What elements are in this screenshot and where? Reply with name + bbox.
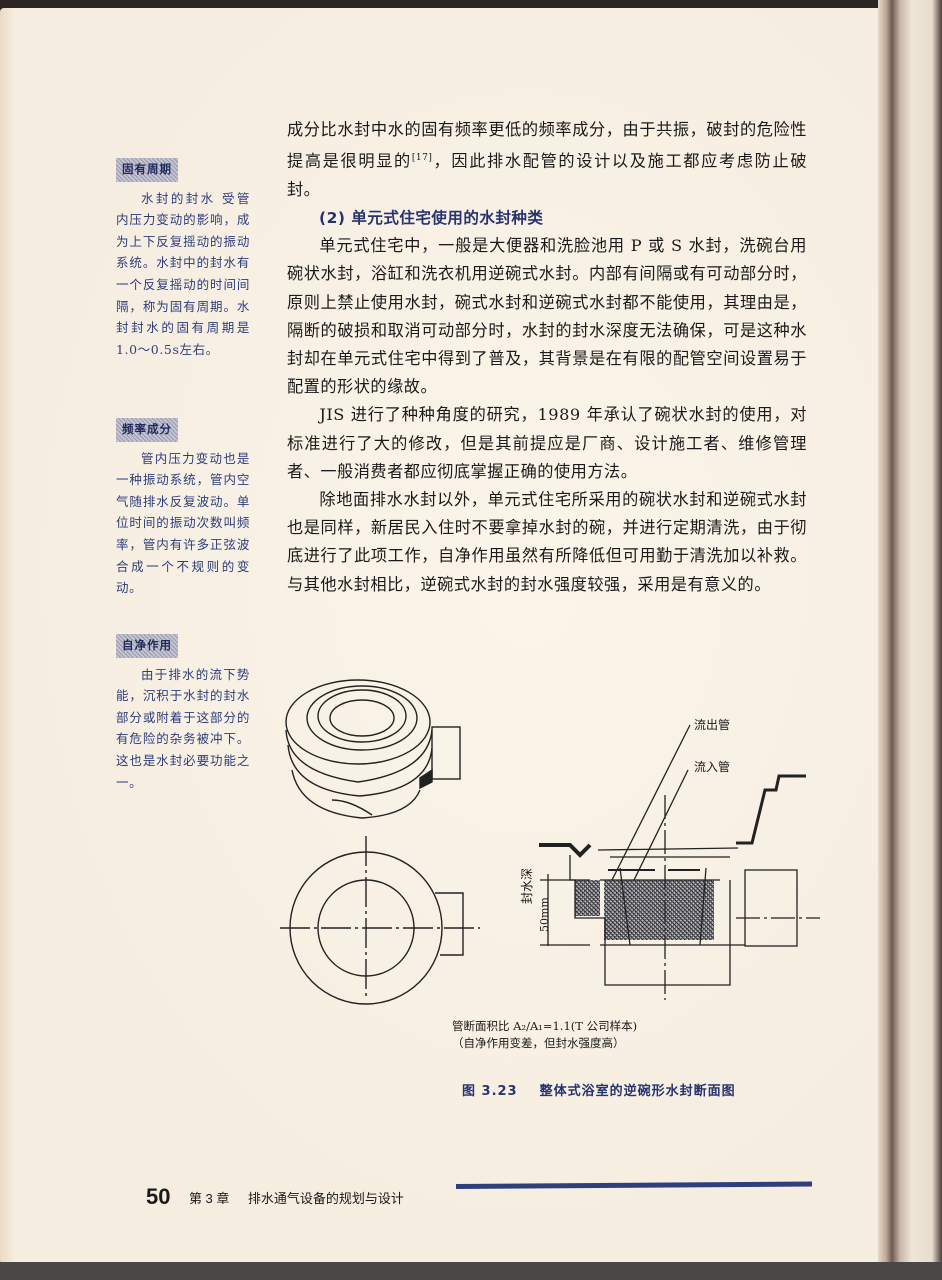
sidebar-tag: 自净作用 xyxy=(116,634,178,658)
figure-drawing xyxy=(280,679,820,1005)
figure-note: 管断面积比 A₂/A₁=1.1(T 公司样本) （自净作用变差，但封水强度高） xyxy=(452,1018,637,1052)
trap-plan-drawing xyxy=(280,836,480,1005)
paragraph: 单元式住宅中，一般是大便器和洗脸池用 P 或 S 水封，洗碗台用碗状水封，浴缸和… xyxy=(287,236,807,397)
page-top-shadow xyxy=(0,0,942,10)
label-seal-depth: 封水深 xyxy=(520,867,534,904)
figure-caption: 图 3.23 整体式浴室的逆碗形水封断面图 xyxy=(462,1080,736,1099)
label-outlet-pipe: 流出管 xyxy=(694,718,731,732)
sidebar-note-frequency: 频率成分 管内压力变动也是一种振动系统，管内空气随排水反复波动。单位时间的振动次… xyxy=(116,418,250,599)
paragraph-text: 成分比水封中水的固有频率更低的频率成分，由于共振，破封的危险性提高是很明显的 xyxy=(287,120,807,171)
page-number: 50 xyxy=(146,1184,171,1209)
sidebar-note-self-cleaning: 自净作用 由于排水的流下势能，沉积于水封的封水部分或附着于这部分的有危险的杂务被… xyxy=(116,634,250,793)
paragraph: 除地面排水水封以外，单元式住宅所采用的碗状水封和逆碗式水封也是同样，新居民入住时… xyxy=(287,490,807,594)
book-page xyxy=(0,8,880,1268)
paragraph-continued: 成分比水封中水的固有频率更低的频率成分，由于共振，破封的危险性提高是很明显的[1… xyxy=(287,116,807,204)
sidebar-text: 管内压力变动也是一种振动系统，管内空气随排水反复波动。单位时间的振动次数叫频率，… xyxy=(116,450,250,596)
figure-note-line: 管断面积比 A₂/A₁=1.1(T 公司样本) xyxy=(452,1019,638,1033)
page-bottom-shadow xyxy=(0,1262,942,1280)
figure-number: 图 3.23 xyxy=(462,1084,518,1099)
page-footer: 50 第 3 章 排水通气设备的规划与设计 xyxy=(146,1184,404,1210)
label-seal-depth-value: 50mm xyxy=(538,897,551,932)
sidebar-note-natural-period: 固有周期 水封的封水 受管内压力变动的影响，成为上下反复摇动的振动系统。水封中的… xyxy=(116,158,250,360)
sidebar-text: 由于排水的流下势能，沉积于水封的封水部分或附着于这部分的有危险的杂务被冲下。这也… xyxy=(116,666,250,790)
main-text: 成分比水封中水的固有频率更低的频率成分，由于共振，破封的危险性提高是很明显的[1… xyxy=(287,116,807,599)
chapter-title: 排水通气设备的规划与设计 xyxy=(247,1190,404,1206)
section-heading: (2) 单元式住宅使用的水封种类 xyxy=(319,209,544,227)
figure-title: 整体式浴室的逆碗形水封断面图 xyxy=(539,1084,736,1099)
label-inlet-pipe: 流入管 xyxy=(694,760,731,774)
paragraph: JIS 进行了种种角度的研究，1989 年承认了碗状水封的使用，对标准进行了大的… xyxy=(287,405,807,481)
sidebar-text: 水封的封水 受管内压力变动的影响，成为上下反复摇动的振动系统。水封中的封水有一个… xyxy=(116,190,250,357)
page-edge-binding xyxy=(878,0,942,1280)
chapter-label: 第 3 章 xyxy=(188,1190,230,1206)
figure-note-line: （自净作用变差，但封水强度高） xyxy=(452,1036,625,1050)
sidebar-tag: 固有周期 xyxy=(116,158,178,182)
sidebar-tag: 频率成分 xyxy=(116,418,178,442)
trap-section-drawing xyxy=(539,724,820,1000)
paragraph-text: ，因此排水配管的设计以及施工都应考虑防止破封。 xyxy=(287,151,808,199)
reference-marker: [17] xyxy=(411,153,433,164)
trap-perspective-drawing xyxy=(285,679,461,819)
